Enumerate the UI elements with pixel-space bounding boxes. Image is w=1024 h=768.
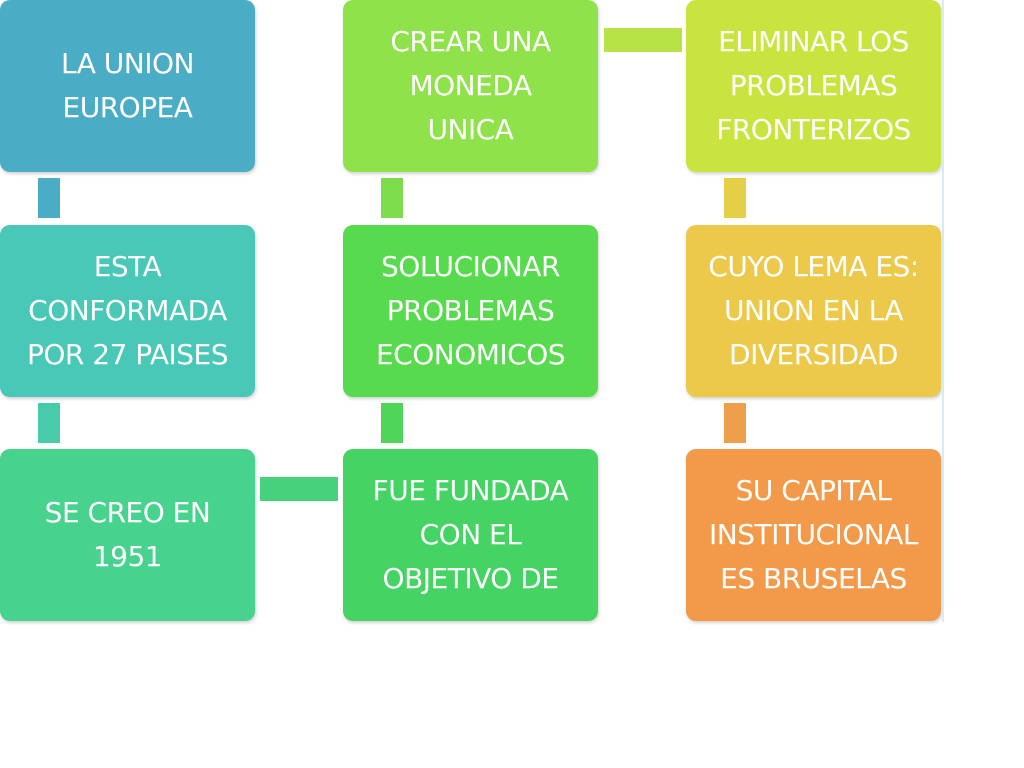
connector-eliminar-cuyo xyxy=(724,178,746,218)
connector-solucionar-fue xyxy=(381,403,403,443)
connector-secreo-fue xyxy=(260,477,338,501)
box-la-union-europea: LA UNION EUROPEA xyxy=(0,0,255,172)
connector-cuyo-capital xyxy=(724,403,746,443)
right-edge-divider xyxy=(942,0,944,622)
box-crear-moneda-unica: CREAR UNA MONEDA UNICA xyxy=(343,0,598,172)
box-solucionar-problemas-economicos: SOLUCIONAR PROBLEMAS ECONOMICOS xyxy=(343,225,598,397)
connector-crear-eliminar xyxy=(604,28,682,52)
connector-union-esta xyxy=(38,178,60,218)
box-esta-conformada: ESTA CONFORMADA POR 27 PAISES xyxy=(0,225,255,397)
box-su-capital: SU CAPITAL INSTITUCIONAL ES BRUSELAS xyxy=(686,449,941,621)
box-se-creo-en-1951: SE CREO EN 1951 xyxy=(0,449,255,621)
connector-esta-secreo xyxy=(38,403,60,443)
box-eliminar-problemas-fronterizos: ELIMINAR LOS PROBLEMAS FRONTERIZOS xyxy=(686,0,941,172)
connector-crear-solucionar xyxy=(381,178,403,218)
box-cuyo-lema: CUYO LEMA ES: UNION EN LA DIVERSIDAD xyxy=(686,225,941,397)
box-fue-fundada: FUE FUNDADA CON EL OBJETIVO DE xyxy=(343,449,598,621)
